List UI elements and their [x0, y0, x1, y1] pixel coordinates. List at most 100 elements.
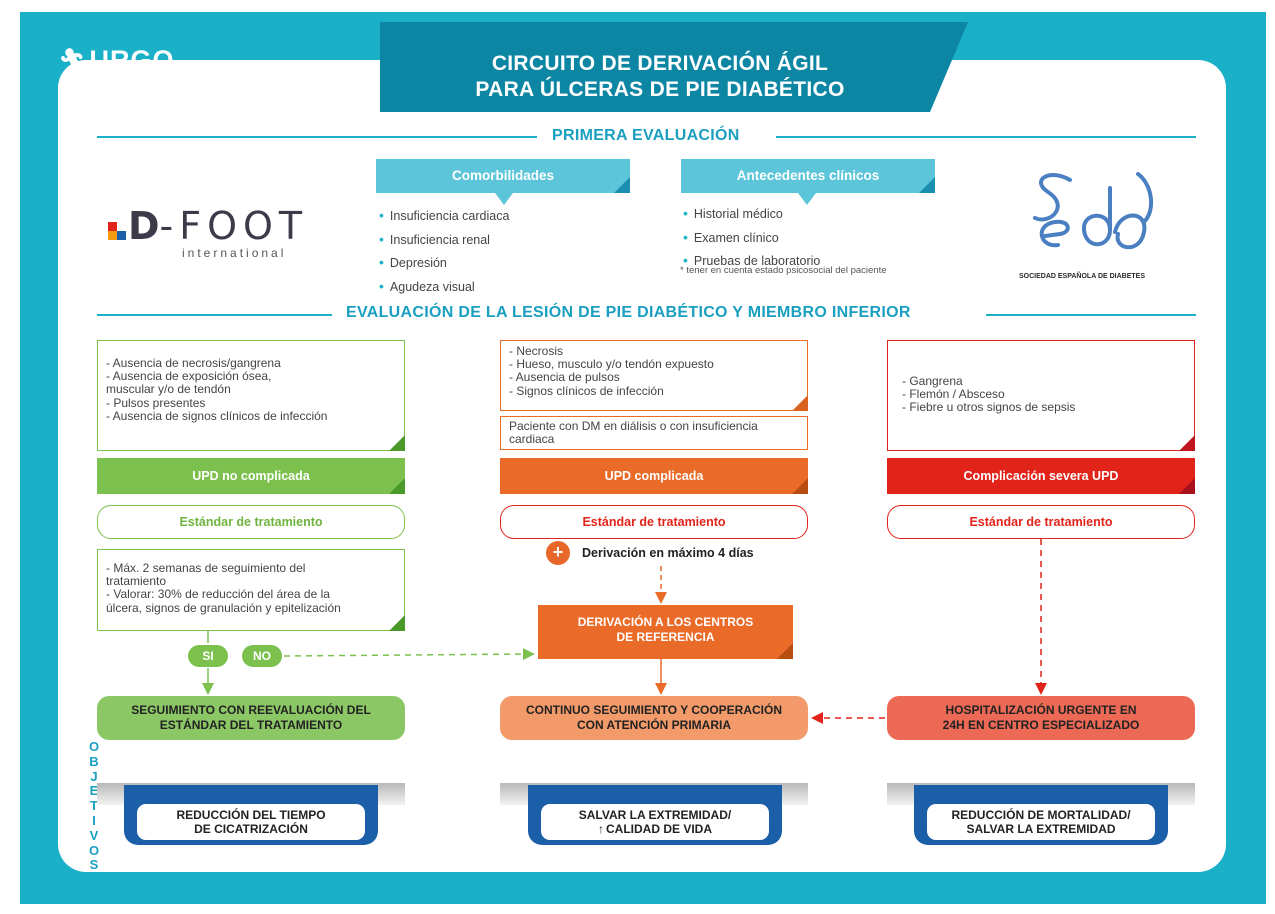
tab-comorbilidades: Comorbilidades: [376, 159, 630, 193]
followup-item: - Valorar: 30% de reducción del área de …: [106, 587, 330, 602]
followup-item: tratamiento: [106, 574, 167, 589]
objetivos-letter: B: [89, 753, 99, 769]
criteria-box-complicated: - Necrosis - Hueso, musculo y/o tendón e…: [500, 340, 808, 411]
outcome-line: SEGUIMIENTO CON REEVALUACIÓN DEL: [131, 703, 371, 717]
list-item: Agudeza visual: [379, 275, 509, 299]
standard-pill-left: Estándar de tratamiento: [97, 505, 405, 539]
tab-antecedentes: Antecedentes clínicos: [681, 159, 935, 193]
objetivos-letter: E: [89, 783, 99, 799]
criteria-item: Paciente con DM en diálisis o con insufi…: [509, 419, 758, 433]
criteria-item: muscular y/o de tendón: [106, 382, 231, 397]
criteria-item: - Ausencia de pulsos: [509, 370, 620, 385]
referral-box: DERIVACIÓN A LOS CENTROS DE REFERENCIA: [538, 605, 793, 659]
goal-reduccion-mortalidad: REDUCCIÓN DE MORTALIDAD/ SALVAR LA EXTRE…: [927, 804, 1155, 840]
logo-medical: MEDICAL: [82, 75, 157, 87]
sed-logo-mark: [1033, 172, 1154, 250]
fold-corner: [777, 643, 793, 659]
outcome-line: HOSPITALIZACIÓN URGENTE EN: [945, 703, 1137, 717]
outcome-line: 24H EN CENTRO ESPECIALIZADO: [942, 718, 1140, 732]
objetivos-letter: O: [88, 739, 100, 754]
section-rule-left: [97, 314, 332, 316]
goal-line: SALVAR LA EXTREMIDAD/: [578, 808, 732, 822]
outcome-line: CONTINUO SEGUIMIENTO Y COOPERACIÓN: [525, 703, 783, 717]
criteria-item: - Flemón / Absceso: [902, 387, 1005, 402]
section-title-evaluacion-lesion: EVALUACIÓN DE LA LESIÓN DE PIE DIABÉTICO…: [346, 304, 911, 321]
objetivos-label: O B J E T I V O S: [85, 739, 103, 873]
outcome-right: HOSPITALIZACIÓN URGENTE EN 24H EN CENTRO…: [887, 696, 1195, 740]
status-upd-no-complicada: UPD no complicada: [97, 458, 405, 494]
si-badge: SI: [188, 645, 228, 667]
goal-line: REDUCCIÓN DEL TIEMPO: [176, 808, 326, 822]
runner-icon: 🏃︎: [58, 48, 90, 75]
followup-item: - Máx. 2 semanas de seguimiento del: [106, 561, 306, 575]
fold-corner: [389, 435, 405, 451]
fold-corner: [389, 615, 405, 631]
status-label: UPD no complicada: [192, 469, 310, 483]
arrow-no-to-referral: [283, 648, 535, 661]
goal-line: SALVAR LA EXTREMIDAD: [966, 822, 1116, 836]
arrow-up-icon: ↑: [597, 822, 604, 836]
dfoot-word: -FOOT: [159, 204, 309, 248]
objetivos-letter: T: [90, 798, 98, 814]
logo-tagline: Healing people®: [82, 87, 141, 96]
objetivos-letter: O: [88, 842, 100, 858]
followup-box: - Máx. 2 semanas de seguimiento del trat…: [97, 549, 405, 631]
outcome-line: CON ATENCIÓN PRIMARIA: [577, 718, 731, 732]
sed-name: SOCIEDAD ESPAÑOLA DE DIABETES: [1019, 273, 1146, 280]
criteria-box-uncomplicated: - Ausencia de necrosis/gangrena - Ausenc…: [97, 340, 405, 451]
criteria-item: - Ausencia de signos clínicos de infecci…: [106, 408, 328, 423]
criteria-item: cardiaca: [509, 432, 555, 447]
criteria-item: - Pulsos presentes: [106, 395, 206, 410]
list-item: Insuficiencia renal: [379, 228, 509, 252]
criteria-box-severe: - Gangrena - Flemón / Absceso - Fiebre u…: [887, 340, 1195, 451]
status-upd-complicada: UPD complicada: [500, 458, 808, 494]
list-item: Pruebas de laboratorio: [683, 249, 820, 273]
outcome-line: ESTÁNDAR DEL TRATAMIENTO: [159, 718, 343, 732]
followup-item: úlcera, signos de granulación y epiteliz…: [106, 600, 341, 615]
fold-corner: [1179, 435, 1195, 451]
list-item: Historial médico: [683, 202, 820, 226]
fold-corner: [792, 478, 808, 494]
goal-reduccion-tiempo: REDUCCIÓN DEL TIEMPO DE CICATRIZACIÓN: [137, 804, 365, 840]
section-rule-right: [986, 314, 1196, 316]
derivation-note: Derivación en máximo 4 días: [582, 546, 754, 560]
objetivos-letter: V: [89, 827, 99, 843]
outcome-center: CONTINUO SEGUIMIENTO Y COOPERACIÓN CON A…: [500, 696, 808, 740]
urgo-logo: 🏃︎URGO MEDICAL Healing people®: [58, 46, 174, 96]
status-complicacion-severa: Complicación severa UPD: [887, 458, 1195, 494]
goal-line: REDUCCIÓN DE MORTALIDAD/: [951, 808, 1131, 822]
status-label: UPD complicada: [604, 469, 704, 483]
status-label: Complicación severa UPD: [963, 469, 1119, 483]
list-item: Depresión: [379, 251, 509, 275]
plus-icon: +: [546, 541, 570, 565]
criteria-box-dialysis: Paciente con DM en diálisis o con insufi…: [500, 416, 808, 450]
fold-corner: [389, 478, 405, 494]
outcome-left: SEGUIMIENTO CON REEVALUACIÓN DEL ESTÁNDA…: [97, 696, 405, 740]
goal-line: DE CICATRIZACIÓN: [194, 822, 308, 836]
dfoot-international: international: [182, 246, 287, 260]
criteria-item: - Ausencia de exposición ósea,: [106, 369, 272, 384]
antecedentes-footnote: * tener en cuenta estado psicosocial del…: [680, 265, 887, 276]
list-item: Examen clínico: [683, 226, 820, 250]
section-rule-left: [97, 136, 537, 138]
criteria-item: - Gangrena: [902, 374, 963, 388]
goal-salvar-extremidad: SALVAR LA EXTREMIDAD/ ↑CALIDAD DE VIDA: [541, 804, 769, 840]
no-badge: NO: [242, 645, 282, 667]
section-rule-right: [776, 136, 1196, 138]
objetivos-letter: J: [90, 768, 98, 784]
fold-corner: [792, 395, 808, 411]
goal-line: CALIDAD DE VIDA: [605, 822, 712, 836]
criteria-item: - Ausencia de necrosis/gangrena: [106, 356, 281, 370]
page-title-line2: PARA ÚLCERAS DE PIE DIABÉTICO: [475, 78, 845, 101]
criteria-item: - Fiebre u otros signos de sepsis: [902, 400, 1076, 415]
section-title-primera-evaluacion: PRIMERA EVALUACIÓN: [552, 127, 740, 144]
list-item: Insuficiencia cardiaca: [379, 204, 510, 228]
page-title-line1: CIRCUITO DE DERIVACIÓN ÁGIL: [491, 52, 829, 75]
fold-corner: [1179, 478, 1195, 494]
referral-line: DE REFERENCIA: [616, 630, 715, 644]
criteria-item: - Signos clínicos de infección: [509, 383, 664, 398]
antecedentes-list: Historial médico Examen clínico Pruebas …: [683, 202, 820, 273]
dfoot-letter: D: [128, 204, 160, 248]
